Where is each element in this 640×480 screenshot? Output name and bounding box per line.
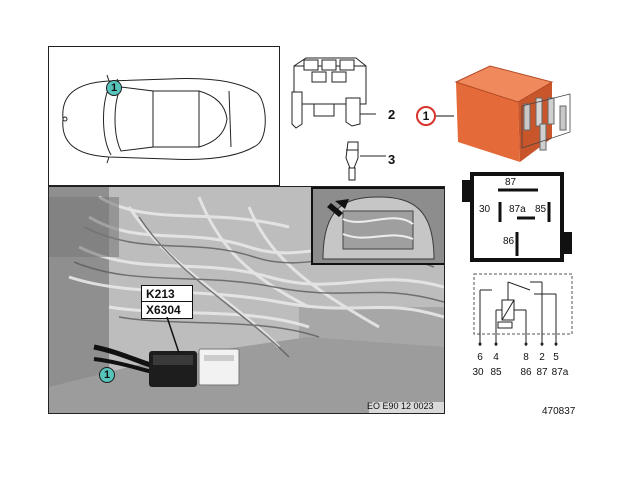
- label-leader-line: [166, 317, 180, 354]
- schematic-pin-name-5: 87a: [551, 367, 569, 378]
- image-reference-code: EO E90 12 0023: [367, 401, 434, 411]
- relay-socket-drawing: [291, 57, 376, 129]
- relay-pin-layout: 87 30 87a 85 86: [460, 170, 572, 264]
- connector-code-label: X6304: [141, 301, 193, 319]
- schematic-pin-number-5: 5: [553, 352, 559, 363]
- car-top-view-outline: [62, 74, 266, 164]
- inset-underhood-view: [313, 189, 444, 263]
- schematic-pin-name-4: 87: [536, 367, 548, 378]
- schematic-pin-number-3: 8: [523, 352, 529, 363]
- pin-label-87a: 87a: [509, 204, 526, 215]
- pin-label-85: 85: [535, 204, 547, 215]
- relay-callout-leader: [436, 115, 454, 117]
- schematic-pin-number-1: 6: [477, 352, 483, 363]
- inset-location-photo: [311, 187, 444, 265]
- pin-label-86: 86: [503, 236, 515, 247]
- engine-bay-photo-panel: K213 X6304 1 EO E90 12 0023: [48, 186, 445, 414]
- figure-id: 470837: [542, 406, 576, 417]
- relay-photo: [454, 65, 571, 162]
- car-location-panel: 1: [48, 46, 280, 186]
- socket-item-number: 2: [388, 107, 396, 122]
- schematic-pin-name-3: 86: [520, 367, 532, 378]
- photo-location-callout: 1: [99, 367, 115, 383]
- schematic-pin-number-2: 4: [493, 352, 499, 363]
- component-code-label: K213: [141, 285, 193, 303]
- car-location-callout: 1: [106, 80, 122, 96]
- relay-callout: 1: [416, 106, 436, 126]
- schematic-pin-name-1: 30: [472, 367, 484, 378]
- pin-label-30: 30: [479, 204, 491, 215]
- relay-circuit-schematic: [473, 273, 573, 346]
- relay-pin-layout-frame: [462, 172, 572, 262]
- pin-label-87: 87: [505, 177, 517, 188]
- terminal-item-number: 3: [388, 152, 396, 167]
- schematic-pin-name-2: 85: [490, 367, 502, 378]
- schematic-pin-number-4: 2: [539, 352, 545, 363]
- terminal-pin-drawing: [345, 141, 386, 181]
